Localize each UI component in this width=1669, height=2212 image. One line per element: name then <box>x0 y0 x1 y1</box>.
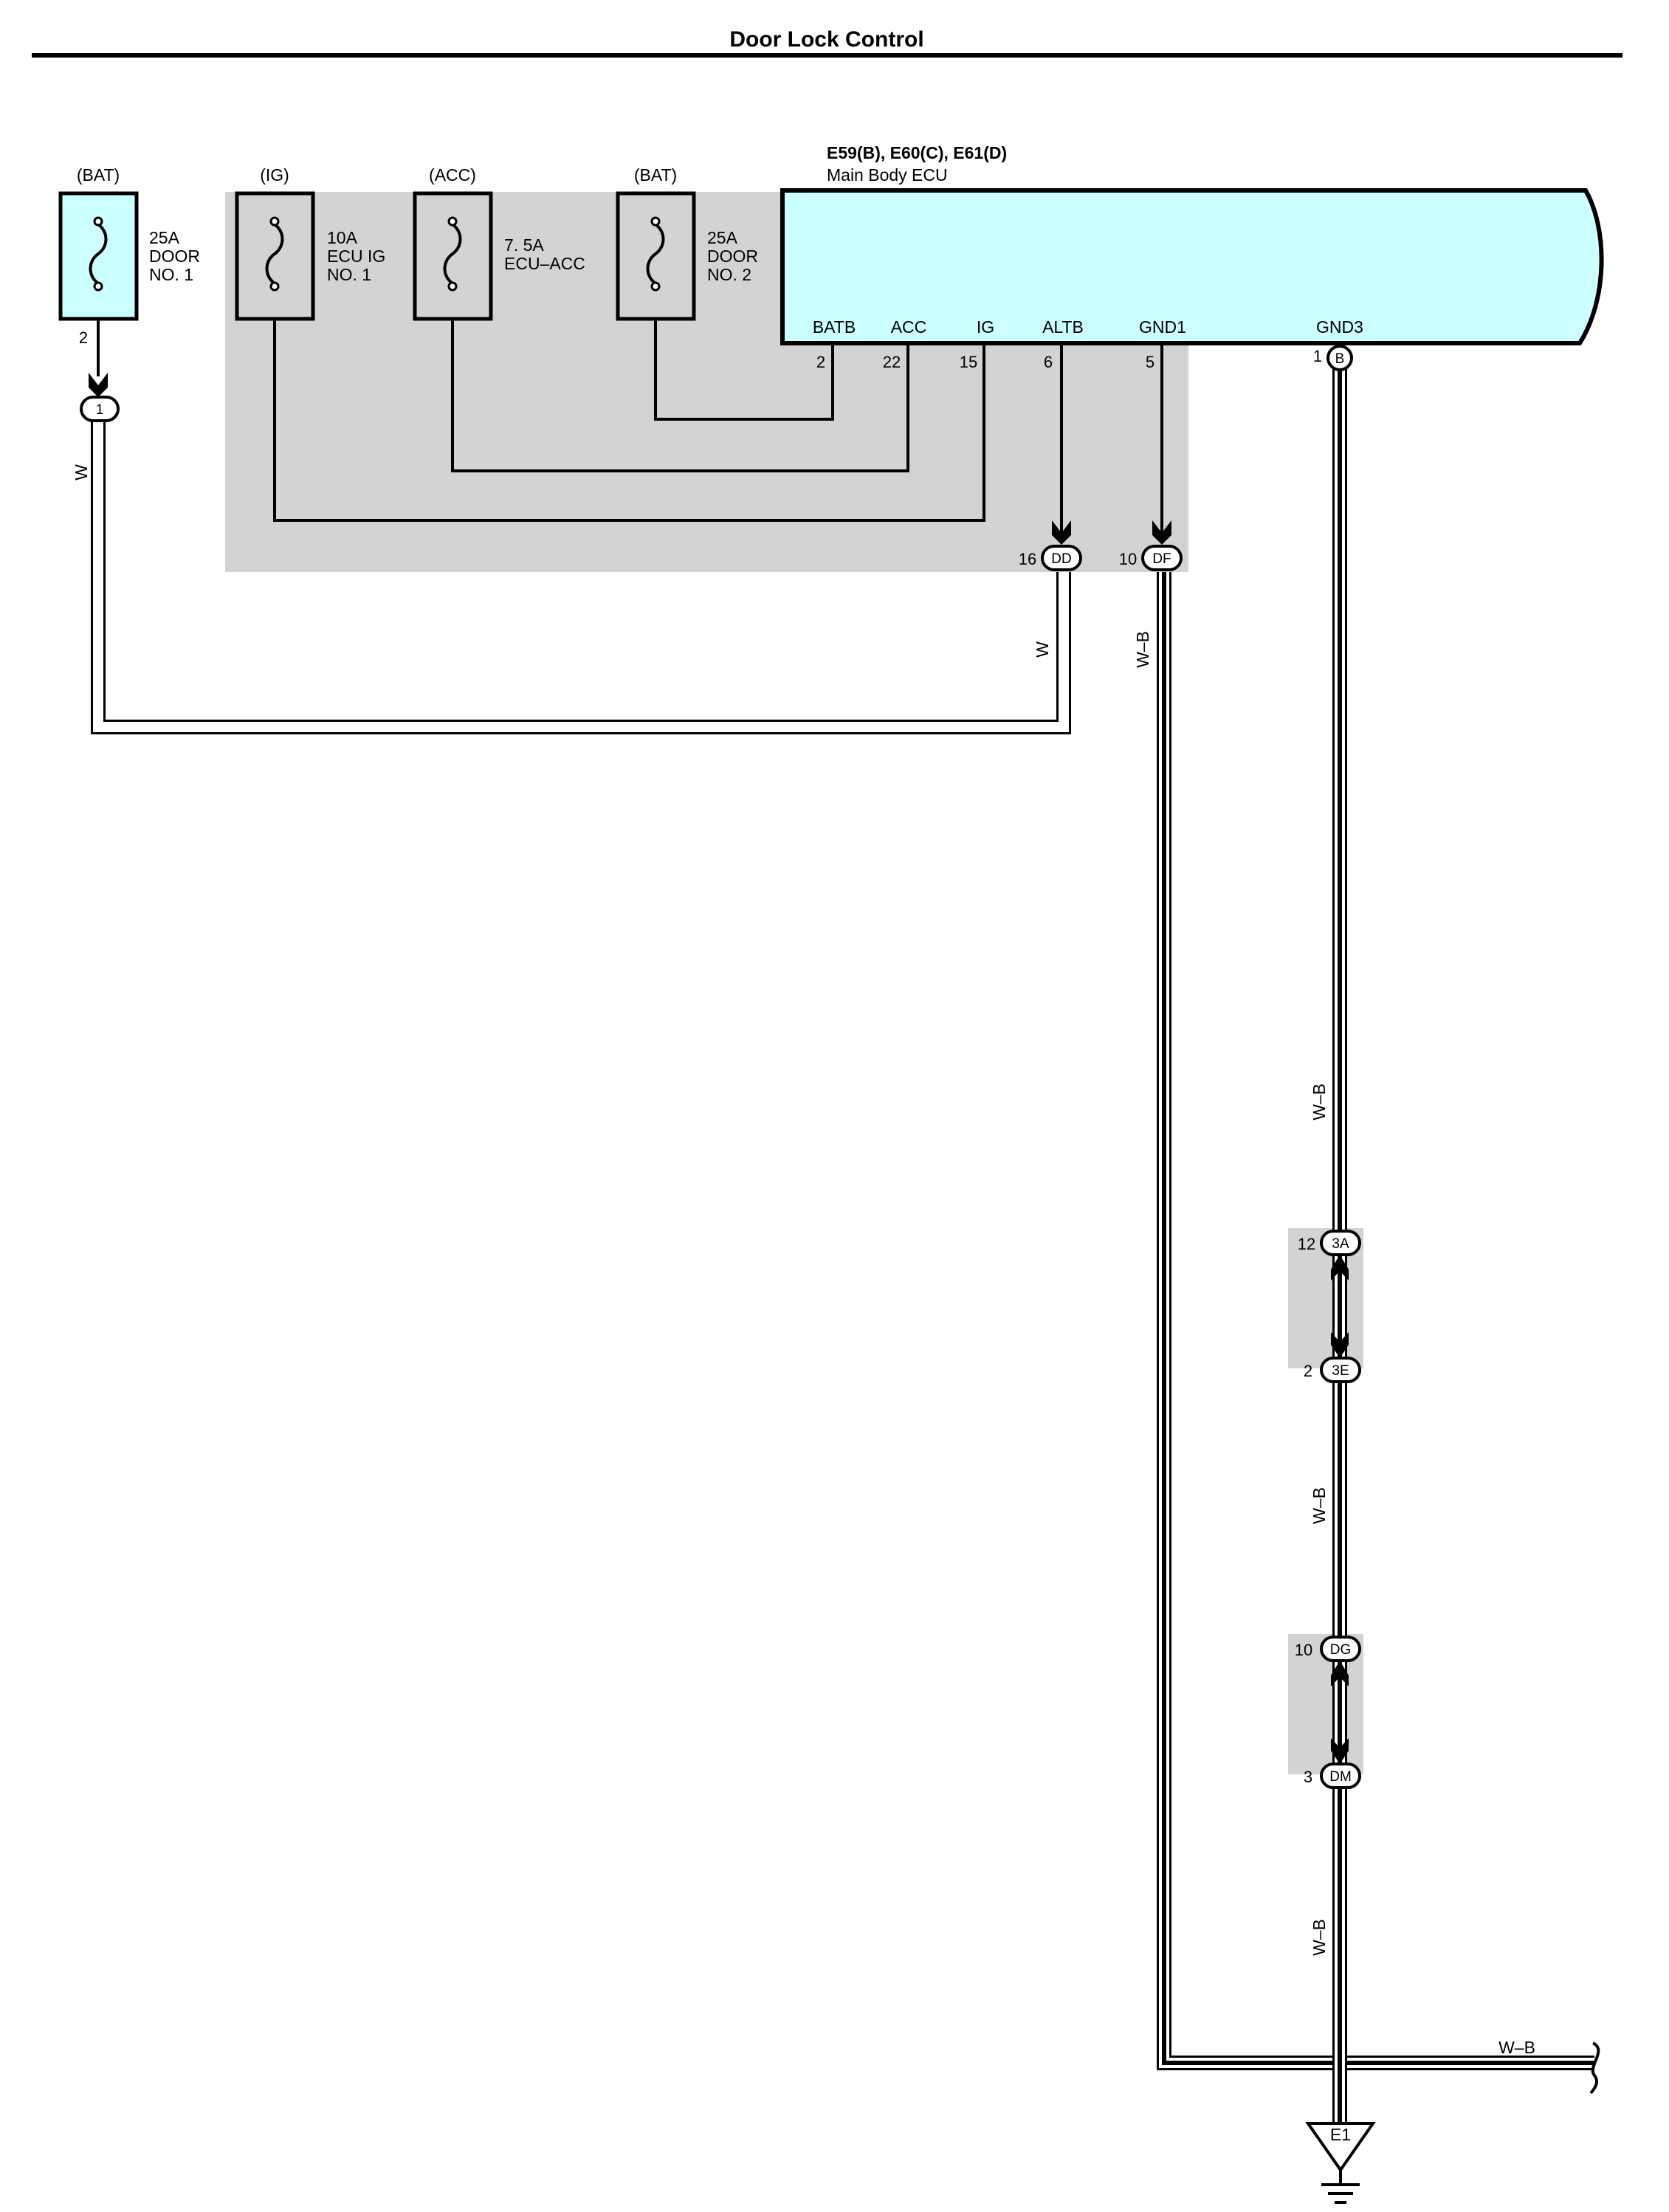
fuse-door-no2-name: DOOR <box>707 247 758 266</box>
ground-e1-label: E1 <box>1330 2125 1351 2144</box>
wire-color-wb-middle: W–B <box>1310 1487 1329 1524</box>
wire-color-wb-lower: W–B <box>1310 1919 1329 1956</box>
junction-df-id: DF <box>1152 551 1171 567</box>
junction-3e-pin: 2 <box>1304 1362 1312 1380</box>
wire-color-wb-right: W–B <box>1498 2038 1535 2057</box>
ecu-name: Main Body ECU <box>827 165 948 185</box>
junction-dm-pin: 3 <box>1304 1768 1312 1786</box>
fuse-door-no1-source: (BAT) <box>77 165 120 185</box>
wire-w-fuse1-to-dd <box>91 417 1071 734</box>
wire-color-w-fuse1: W <box>72 464 91 480</box>
main-body-ecu: E59(B), E60(C), E61(D) Main Body ECU BAT… <box>780 143 1604 371</box>
title-rule <box>32 53 1622 58</box>
fuse-ecu-ig-source: (IG) <box>260 165 289 185</box>
wire-door-no2-to-batb <box>654 319 834 421</box>
wire-color-w-dd: W <box>1033 641 1052 658</box>
junction-df: DF 10 <box>1119 545 1183 571</box>
fuse-ecu-acc-name: ECU–ACC <box>504 254 585 273</box>
fuse-ecu-acc: (ACC) 7. 5A ECU–ACC <box>413 165 585 321</box>
junction-3e: 3E 2 <box>1304 1357 1361 1383</box>
connector-arrows <box>89 373 1171 545</box>
junction-dm-id: DM <box>1329 1769 1352 1785</box>
wire-break-mark <box>1589 2042 1600 2095</box>
pin-ig: 15 <box>960 353 977 371</box>
terminal-ig-label: IG <box>977 317 994 337</box>
junction-3a-pin: 12 <box>1298 1235 1315 1253</box>
junction-3a-id: 3A <box>1332 1236 1349 1252</box>
junction-dd-pin: 16 <box>1019 550 1036 568</box>
junction-df-pin: 10 <box>1119 550 1137 568</box>
junction-dd: DD 16 <box>1019 545 1082 571</box>
wire-color-wb-df: W–B <box>1133 631 1152 668</box>
pin-altb: 6 <box>1044 353 1053 371</box>
junction-dg: DG 10 <box>1295 1636 1361 1662</box>
junction-connectors: 1 DD 16 DF 10 B 3A 12 3E 2 DG 10 <box>80 345 1361 1789</box>
wire-color-wb-upper: W–B <box>1310 1083 1329 1120</box>
junction-gnd3-b: B <box>1326 345 1353 371</box>
pin-batb: 2 <box>816 353 825 371</box>
wire-wb-df-to-ground <box>1157 572 1594 2070</box>
pin-gnd3: 1 <box>1313 347 1322 365</box>
fuse-ecu-ig-name: ECU IG <box>327 247 385 266</box>
terminal-gnd1-label: GND1 <box>1139 317 1186 337</box>
junction-1-id: 1 <box>96 402 104 418</box>
terminal-acc-label: ACC <box>891 317 927 337</box>
fuse-door-no1-pin: 2 <box>79 328 88 347</box>
fuse-door-no2-name-2: NO. 2 <box>707 265 751 284</box>
terminal-altb-label: ALTB <box>1042 317 1084 337</box>
terminal-batb-label: BATB <box>813 317 856 337</box>
fuse-door-no1-name: DOOR <box>149 247 200 266</box>
wire-ecu-acc-to-acc <box>451 319 909 472</box>
fuse-ecu-ig-name-2: NO. 1 <box>327 265 371 284</box>
ecu-connector-ids: E59(B), E60(C), E61(D) <box>827 143 1007 162</box>
fuse-ecu-ig-no1: (IG) 10A ECU IG NO. 1 <box>235 165 385 321</box>
fuse-door-no2-rating: 25A <box>707 228 738 247</box>
fuse-door-no1-name-2: NO. 1 <box>149 265 193 284</box>
junction-dm: DM 3 <box>1304 1763 1361 1789</box>
junction-3e-id: 3E <box>1332 1363 1349 1379</box>
fuse-door-no1: (BAT) 25A DOOR NO. 1 2 <box>58 165 200 347</box>
junction-3a: 3A 12 <box>1298 1230 1361 1256</box>
junction-dg-pin: 10 <box>1295 1641 1312 1659</box>
pin-gnd1: 5 <box>1146 353 1154 371</box>
fuse-door-no2: (BAT) 25A DOOR NO. 2 <box>616 165 758 321</box>
fuse-ecu-ig-rating: 10A <box>327 228 358 247</box>
mating-arrows <box>1331 1255 1349 1764</box>
page-title: Door Lock Control <box>729 27 923 52</box>
ground-e1: E1 <box>1305 2122 1376 2204</box>
junction-gnd3-id: B <box>1335 351 1345 367</box>
fuse-door-no1-rating: 25A <box>149 228 180 247</box>
junction-dd-id: DD <box>1051 551 1071 567</box>
fuse-door-no2-source: (BAT) <box>634 165 677 185</box>
terminal-gnd3-label: GND3 <box>1316 317 1363 337</box>
fuse-ecu-acc-source: (ACC) <box>429 165 476 185</box>
fuse-ecu-acc-rating: 7. 5A <box>504 235 544 255</box>
junction-dg-id: DG <box>1330 1642 1352 1658</box>
pin-acc: 22 <box>883 353 901 371</box>
internal-wires <box>97 319 1163 533</box>
wire-ecu-ig-to-ig <box>273 319 985 522</box>
junction-1: 1 <box>80 396 120 422</box>
